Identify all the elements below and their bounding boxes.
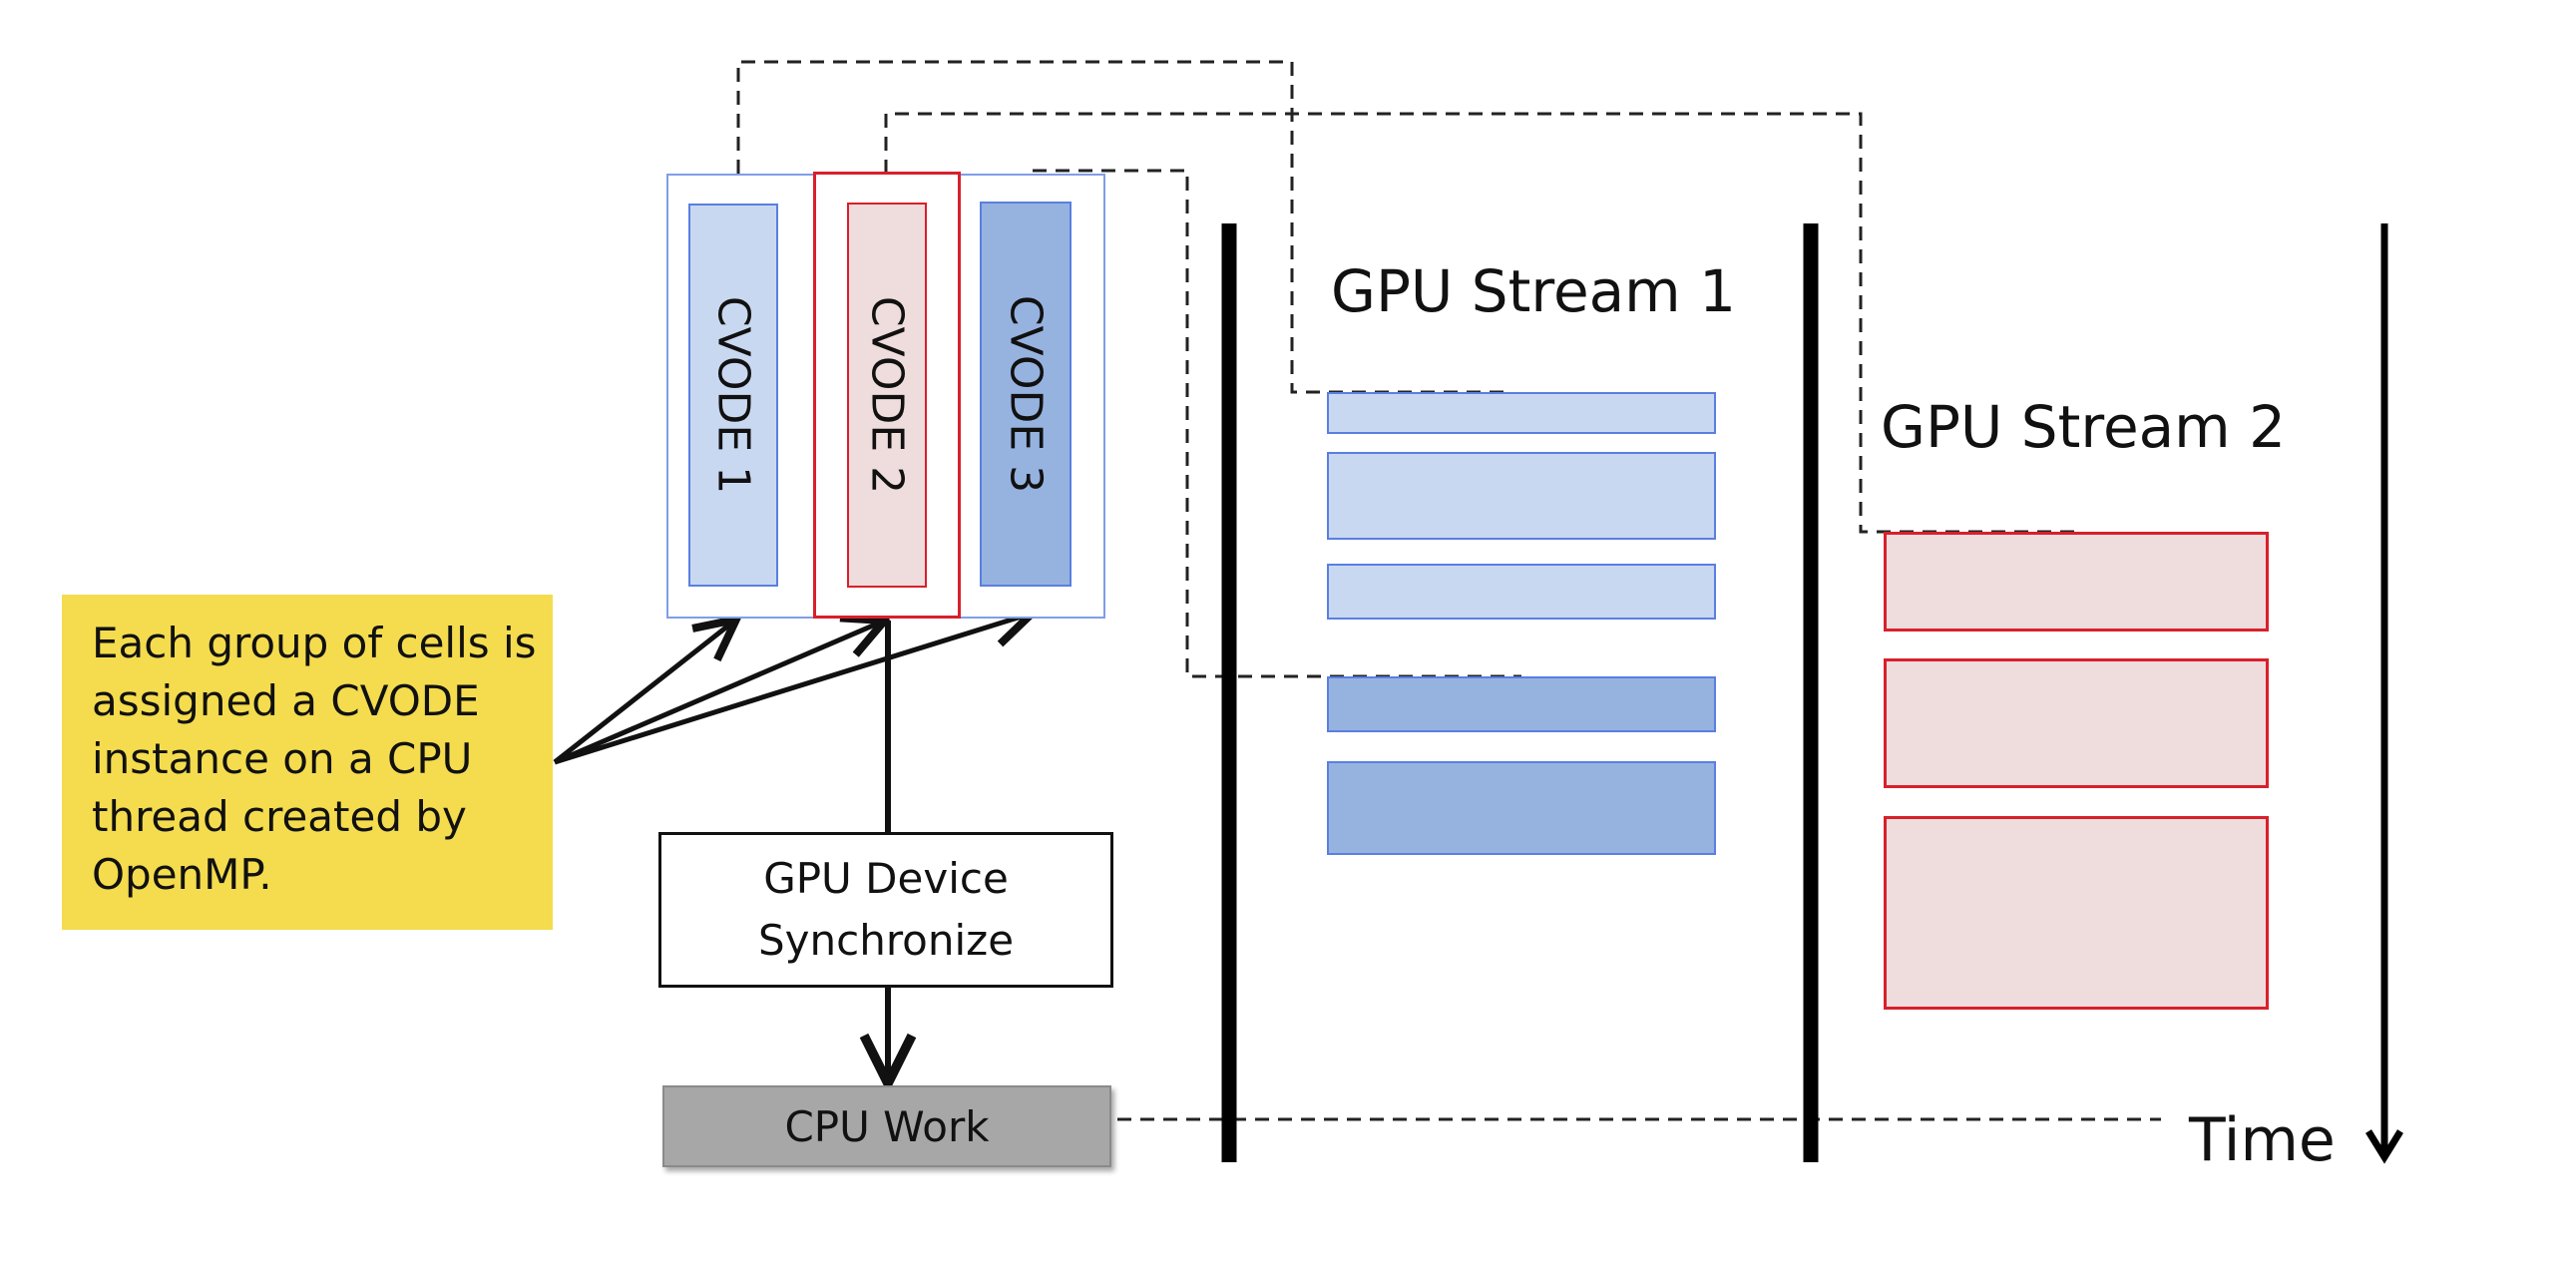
- cvode2-block: CVODE 2: [847, 203, 927, 588]
- stream2-kernel-1: [1884, 532, 2269, 632]
- time-axis-arrowhead: [2365, 1129, 2403, 1164]
- stream1-kernel-3: [1327, 564, 1716, 620]
- time-axis-label: Time: [2189, 1105, 2336, 1175]
- callout-arrow-cvode1: [553, 623, 732, 764]
- cvode3-label: CVODE 3: [1000, 294, 1052, 494]
- stream1-kernel-1: [1327, 392, 1716, 434]
- stream1-kernel-4: [1327, 676, 1716, 732]
- stream2-kernel-3: [1884, 816, 2269, 1010]
- cvode1-block: CVODE 1: [688, 204, 778, 587]
- stream1-kernel-5: [1327, 761, 1716, 855]
- callout-arrow-cvode2: [554, 623, 880, 765]
- stream1-title: GPU Stream 1: [1331, 257, 1736, 325]
- cvode1-label: CVODE 1: [707, 295, 759, 495]
- openmp-callout: Each group of cells is assigned a CVODE …: [62, 595, 553, 930]
- stream2-title: GPU Stream 2: [1881, 393, 2286, 461]
- cpu-work-label: CPU Work: [784, 1101, 990, 1151]
- cvode2-label: CVODE 2: [861, 295, 913, 495]
- callout-arrow-cvode3: [554, 615, 1028, 765]
- gpu-device-synchronize-box: GPU Device Synchronize: [658, 832, 1113, 988]
- sync-label-line2: Synchronize: [757, 916, 1015, 965]
- stream2-kernel-2: [1884, 658, 2269, 788]
- sync-label-line1: GPU Device: [763, 854, 1009, 903]
- stream1-kernel-2: [1327, 452, 1716, 540]
- cvode3-block: CVODE 3: [980, 202, 1072, 587]
- cpu-work-box: CPU Work: [662, 1085, 1111, 1167]
